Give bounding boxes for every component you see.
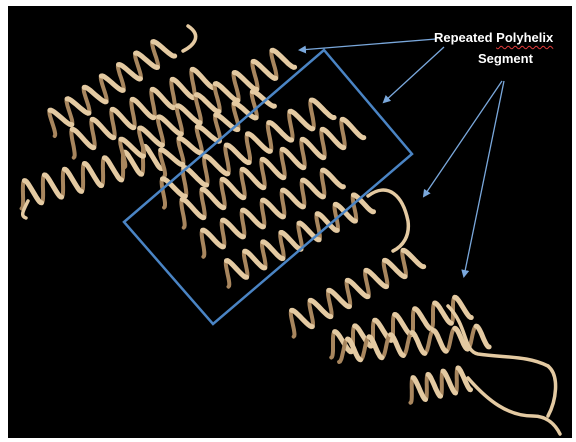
helix-cluster-lower-right: [291, 250, 489, 402]
coil-segment: [468, 378, 560, 434]
coil-segment: [183, 26, 196, 51]
annotation-label-line2: Segment: [478, 51, 533, 66]
annotation-word-repeated: Repeated: [434, 30, 493, 45]
helix-cluster-upper-left: [22, 42, 335, 209]
helix-cluster-boxed-segment: [181, 119, 373, 286]
annotation-label-line1: Repeated Polyhelix: [434, 30, 553, 45]
coil-segment: [448, 306, 548, 366]
coil-segment: [368, 190, 408, 251]
ribbon-render: [8, 6, 572, 438]
annotation-word-polyhelix: Polyhelix: [496, 30, 553, 45]
annotation-word-segment: Segment: [478, 51, 533, 66]
pointer-arrow-4: [464, 81, 504, 276]
pointer-arrow-1: [300, 39, 436, 50]
coil-segment: [548, 366, 556, 416]
pointer-arrow-3: [424, 81, 502, 196]
protein-ribbon-figure: Repeated Polyhelix Segment: [8, 6, 572, 438]
pointer-arrow-2: [384, 47, 444, 102]
